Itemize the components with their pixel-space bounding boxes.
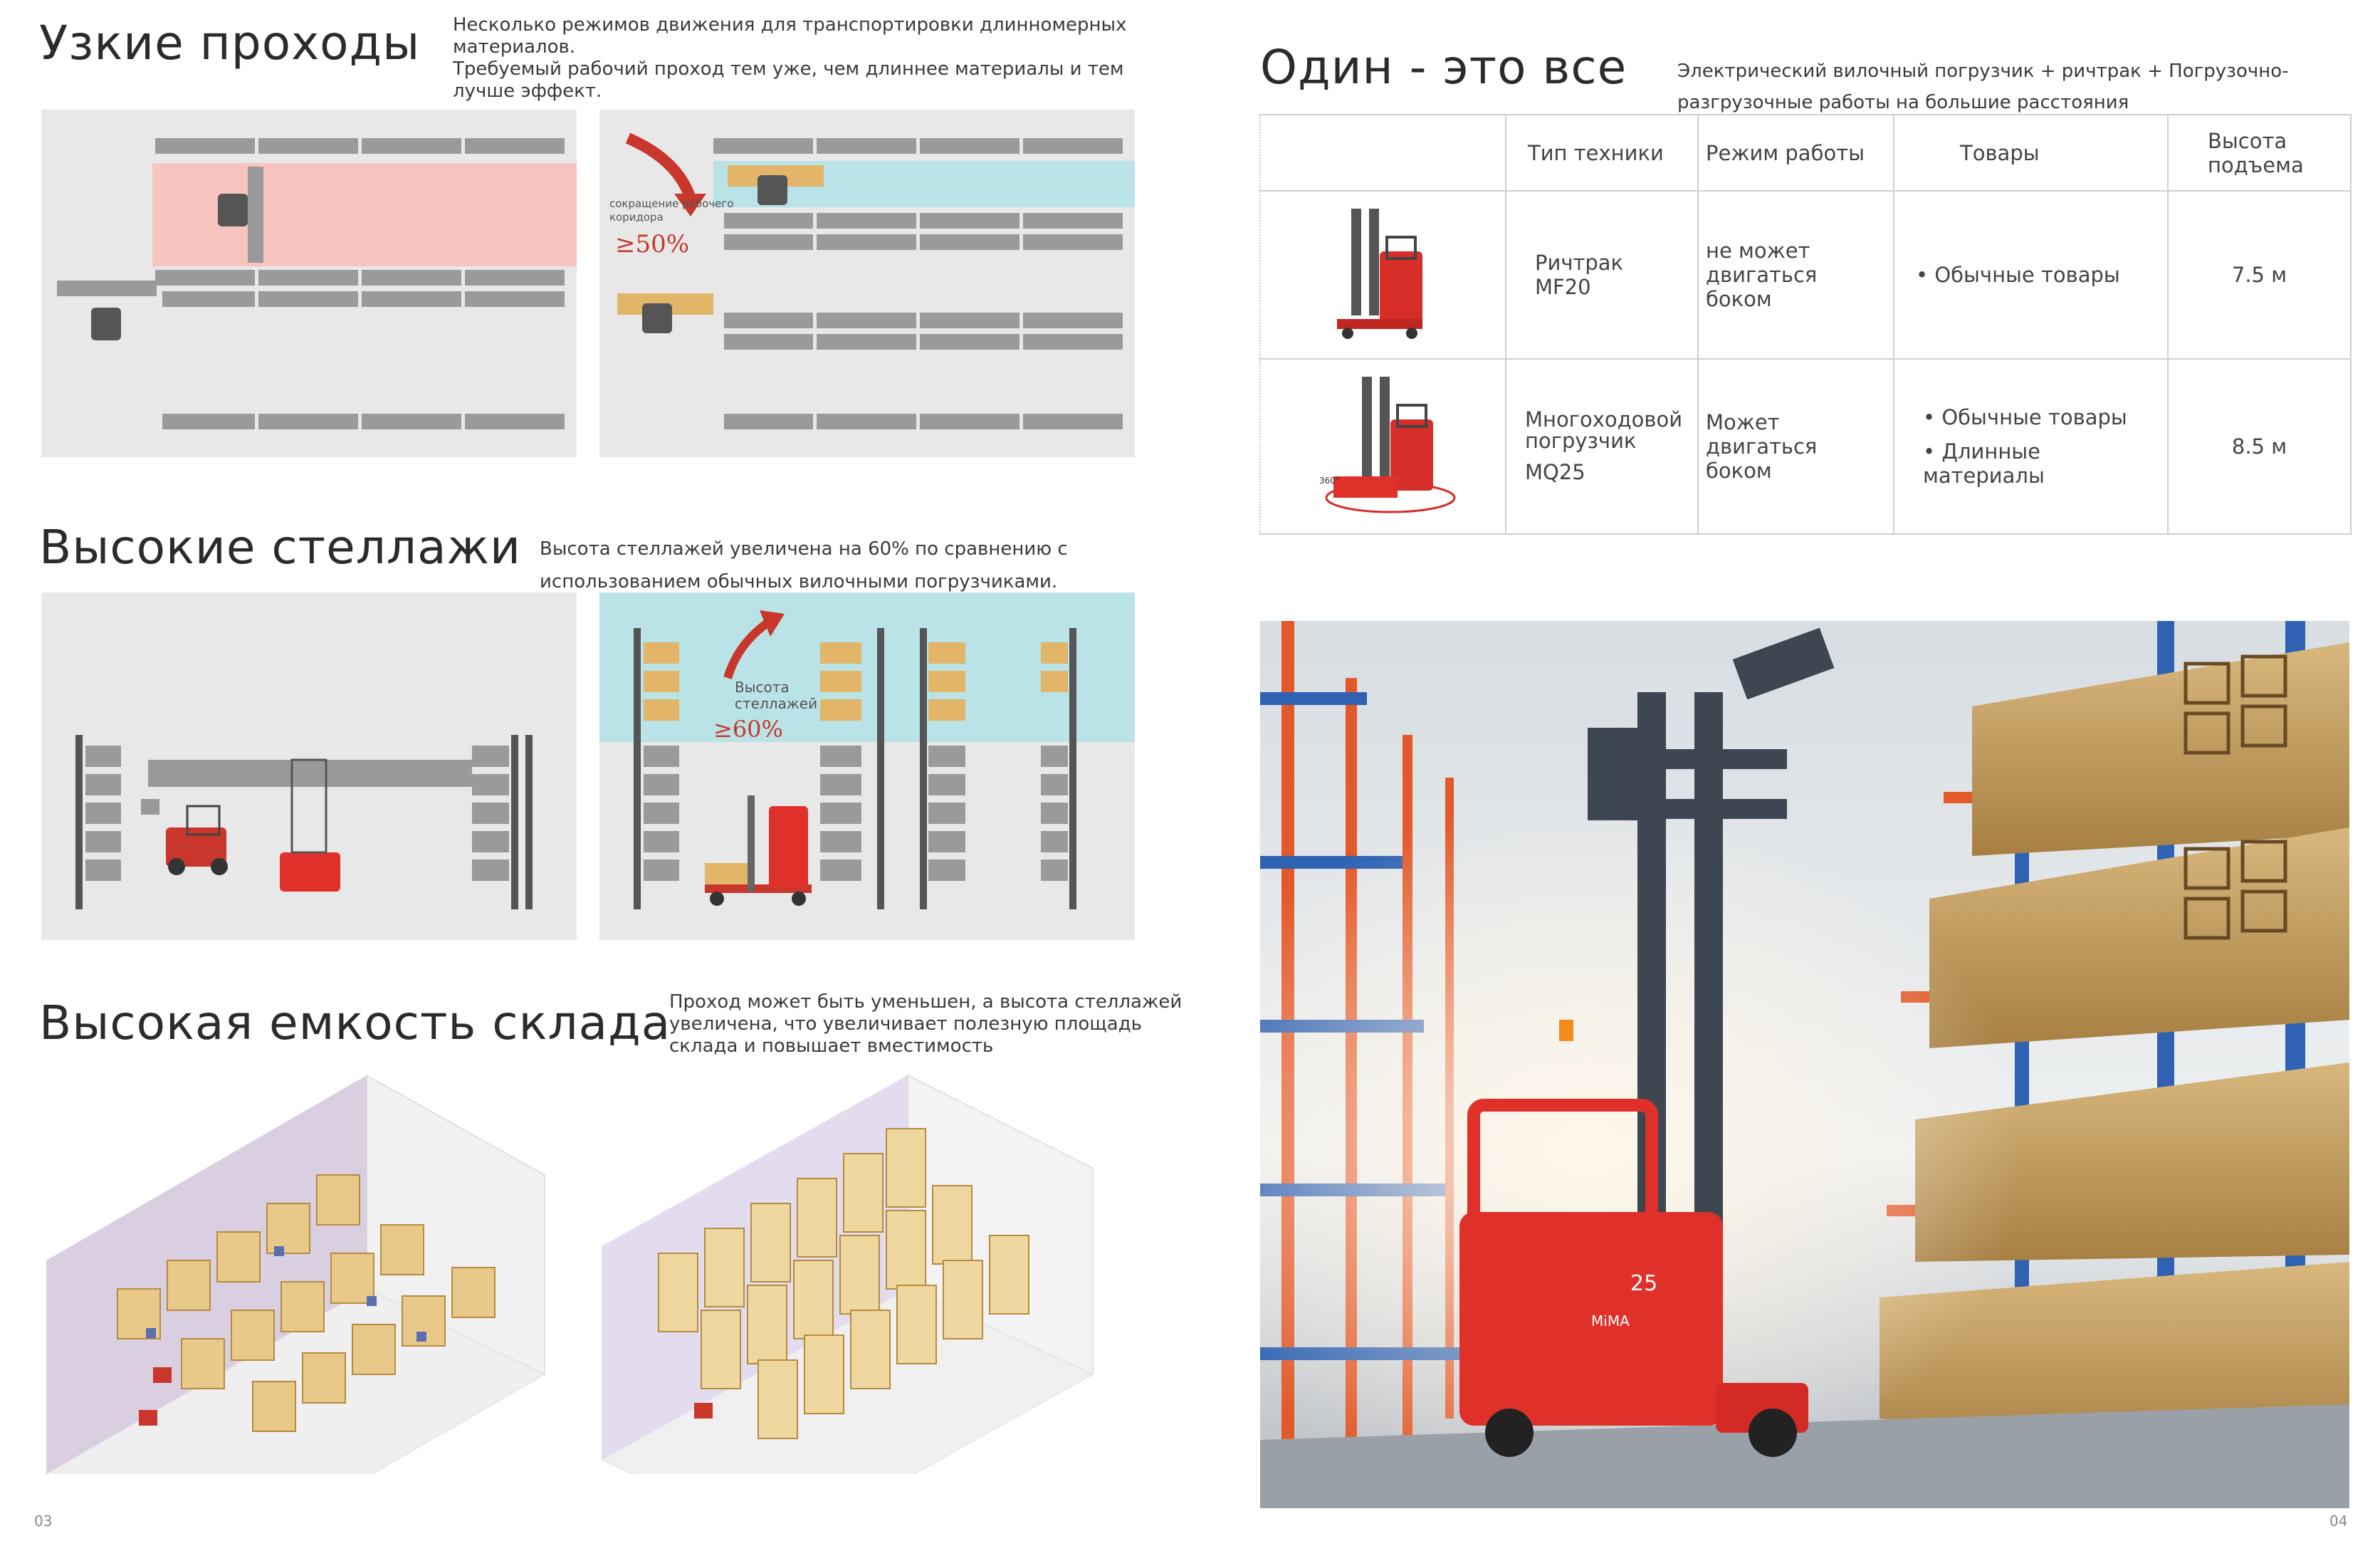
narrow-aisle-diagram-before <box>41 110 577 457</box>
high-racks-diagram-before <box>41 592 577 940</box>
narrow-desc-line-1: Несколько режимов движения для транспорт… <box>453 14 1127 58</box>
header-type: Тип техники <box>1505 114 1699 192</box>
high-note-line-2: стеллажей <box>735 695 817 712</box>
high-desc-line-1: Высота стеллажей увеличена на 60% по сра… <box>540 538 1068 560</box>
narrow-note-line-1: сокращение рабочего <box>609 197 733 210</box>
mq25-type-name: Многоходовой погрузчик <box>1525 407 1683 453</box>
mq25-goods-cell: • Обычные товары • Длинные материалы <box>1893 358 2169 535</box>
capacity-desc-line-1: Проход может быть уменьшен, а высота сте… <box>669 991 1183 1013</box>
comparison-table: Тип техники Режим работы Товары Высота п… <box>1259 114 2352 535</box>
header-empty-cell <box>1259 114 1506 192</box>
capacity-desc-line-2: увеличена, что увеличивает полезную площ… <box>669 1013 1142 1035</box>
table-row: Ричтрак MF20 не может двигаться боком • … <box>1259 190 2352 360</box>
mf20-mode: не может двигаться боком <box>1697 190 1894 360</box>
narrow-note-line-2: коридора <box>609 211 664 224</box>
mq25-goods-item-1: • Обычные товары <box>1923 405 2127 429</box>
header-goods: Товары <box>1893 114 2169 192</box>
high-note-line-1: Высота <box>735 679 790 696</box>
subtitle-line-1: Электрический вилочный погрузчик + ричтр… <box>1677 61 2289 82</box>
mq25-mode: Может двигаться боком <box>1697 358 1894 535</box>
subtitle-line-2: разгрузочные работы на большие расстояни… <box>1677 92 2129 113</box>
header-mode: Режим работы <box>1697 114 1894 192</box>
narrow-aisles-description: Несколько режимов движения для транспорт… <box>453 14 1150 103</box>
multidirectional-truck-mq25-image: 360° <box>1319 376 1455 513</box>
mf20-height: 7.5 м <box>2167 190 2352 360</box>
narrow-percent: ≥50% <box>615 230 689 258</box>
warehouse-iso-before <box>39 1075 552 1541</box>
mf20-model: MF20 <box>1535 275 1591 299</box>
high-percent: ≥60% <box>713 716 783 743</box>
mq25-height: 8.5 м <box>2167 358 2352 535</box>
high-desc-line-2: использованием обычных вилочными погрузч… <box>540 571 1058 592</box>
narrow-aisles-title: Узкие проходы <box>39 16 421 70</box>
mq25-image-cell: 360° <box>1259 358 1506 535</box>
capacity-desc-line-3: склада и повышает вместимость <box>669 1035 994 1057</box>
high-racks-after-illustration: Высота стеллажей ≥60% <box>599 592 1135 909</box>
mq25-model: MQ25 <box>1525 460 1585 484</box>
one-is-all-subtitle: Электрический вилочный погрузчик + ричтр… <box>1677 56 2361 118</box>
narrow-aisle-before-illustration <box>57 138 577 429</box>
high-racks-before-illustration <box>75 735 533 909</box>
high-racks-description: Высота стеллажей увеличена на 60% по сра… <box>540 533 1152 598</box>
warehouse-photo: 25 MiMA <box>1260 621 2349 1508</box>
forklift-warehouse-photo-illustration: 25 MiMA <box>1260 621 2349 1508</box>
mq25-type-cell: Многоходовой погрузчик MQ25 <box>1505 358 1699 535</box>
capacity-title: Высокая емкость склада <box>39 996 671 1050</box>
reach-truck-mf20-image <box>1336 208 1422 339</box>
warehouse-iso-after <box>594 1075 1107 1541</box>
warehouse-after-illustration <box>600 1075 1094 1541</box>
mf20-type-name: Ричтрак <box>1535 251 1624 275</box>
right-page-number: 04 <box>2329 1513 2348 1530</box>
truck-capacity-label: 25 <box>1630 1271 1657 1296</box>
mf20-type-cell: Ричтрак MF20 <box>1505 190 1699 360</box>
one-is-all-title: Один - это все <box>1260 40 1627 95</box>
table-header-row: Тип техники Режим работы Товары Высота п… <box>1259 114 2352 192</box>
mf20-image-cell <box>1259 190 1506 360</box>
high-racks-diagram-after: Высота стеллажей ≥60% <box>599 592 1135 940</box>
mf20-goods-item-1: • Обычные товары <box>1916 263 2120 287</box>
capacity-description: Проход может быть уменьшен, а высота сте… <box>669 991 1210 1057</box>
header-height: Высота подъема <box>2167 114 2352 192</box>
mq25-rotation-badge: 360° <box>1319 476 1340 486</box>
narrow-desc-line-2: Требуемый рабочий проход тем уже, чем дл… <box>453 58 1124 102</box>
truck-brand-logo: MiMA <box>1591 1312 1630 1330</box>
high-racks-title: Высокие стеллажи <box>39 520 521 575</box>
narrow-aisle-diagram-after: сокращение рабочего коридора ≥50% <box>599 110 1135 457</box>
left-page-number: 03 <box>34 1513 53 1530</box>
table-row: 360° Многоходовой погрузчик MQ25 Может д… <box>1259 358 2352 535</box>
mf20-goods-cell: • Обычные товары <box>1893 190 2169 360</box>
mq25-goods-item-2: • Длинные материалы <box>1923 439 2045 488</box>
narrow-aisle-after-illustration: сокращение рабочего коридора ≥50% <box>609 132 1135 429</box>
warehouse-before-illustration <box>45 1075 546 1541</box>
